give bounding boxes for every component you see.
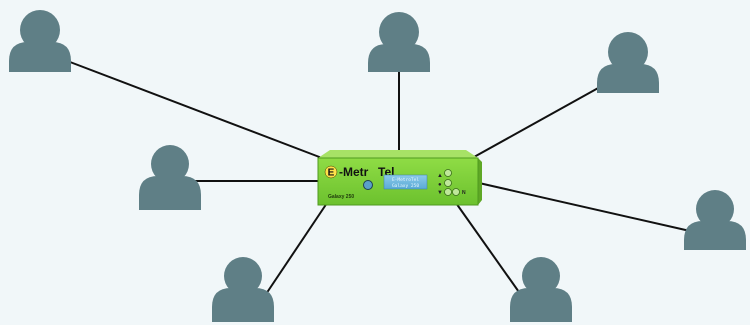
link-bottom-left [259, 202, 328, 304]
user-icon [368, 12, 430, 72]
link-mid-right [478, 182, 691, 232]
lcd-display [383, 174, 428, 190]
lcd-line-2: Galaxy 250 [392, 183, 419, 189]
user-icon [212, 257, 274, 322]
key-label: N [462, 190, 466, 196]
model-label: Galaxy 250 [328, 194, 354, 200]
lcd-line-1: E-MetroTel [392, 177, 419, 183]
link-top-right [473, 86, 601, 158]
power-button[interactable] [363, 180, 373, 190]
galaxy-device: E -Metr Tel E-MetroTel Galaxy 250 ▲ ● ▼ … [317, 150, 482, 206]
user-icon [597, 32, 659, 93]
key-button[interactable] [452, 188, 460, 196]
brand-prefix: E [328, 168, 335, 179]
logo-circle-icon [324, 165, 338, 179]
device-top [318, 150, 478, 158]
user-icon [9, 10, 71, 72]
dot-icon: ● [438, 182, 442, 188]
user-icon [684, 190, 746, 250]
user-icons [9, 10, 746, 322]
user-icon [139, 145, 201, 210]
up-arrow-icon: ▲ [437, 173, 443, 179]
key-button[interactable] [444, 188, 452, 196]
connections [69, 61, 691, 304]
device-side [478, 158, 482, 205]
key-button[interactable] [444, 169, 452, 177]
link-bottom-right [455, 202, 527, 303]
key-button[interactable] [444, 179, 452, 187]
brand-name: -Metr [339, 165, 369, 179]
down-arrow-icon: ▼ [437, 190, 443, 196]
link-top-left [69, 61, 323, 159]
user-icon [510, 257, 572, 322]
